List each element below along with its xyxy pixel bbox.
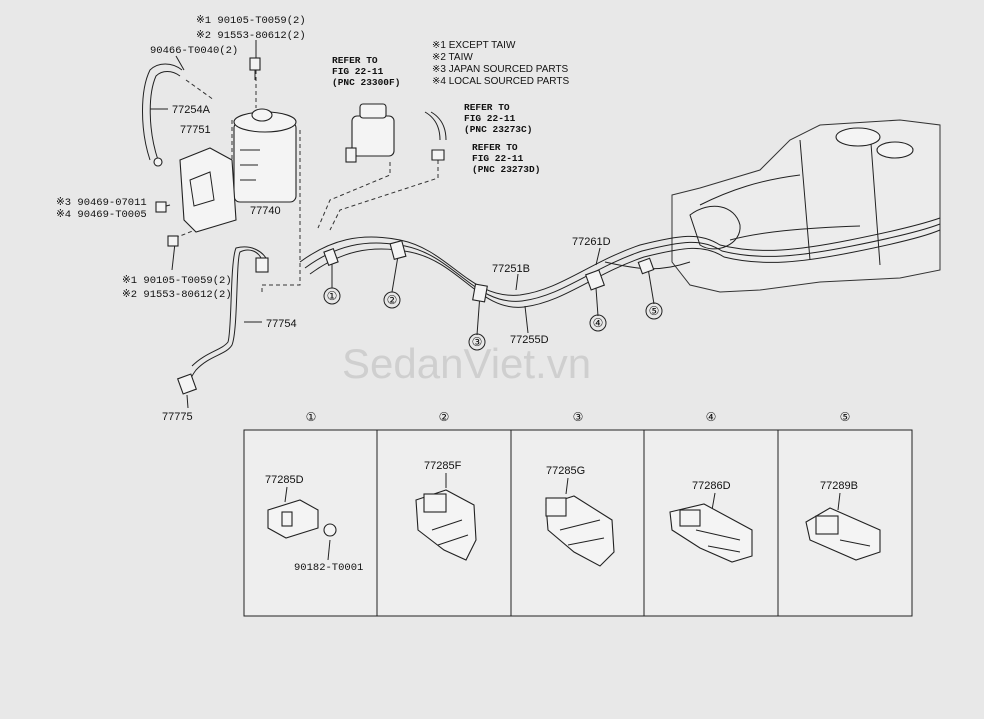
note-4: ※4 LOCAL SOURCED PARTS xyxy=(432,76,569,87)
label-77751: 77751 xyxy=(180,124,211,136)
label-77255d: 77255D xyxy=(510,334,549,346)
label-77289b: 77289B xyxy=(820,480,858,492)
refer-line: REFER TO xyxy=(464,102,510,113)
refer-line: FIG 22-11 xyxy=(464,113,516,124)
panel-leaders xyxy=(284,473,841,561)
callout-markers: ① ② ③ ④ ⑤ xyxy=(323,287,663,351)
refer-line: (PNC 23300F) xyxy=(332,77,400,88)
fuel-tank xyxy=(671,119,941,293)
charcoal-canister-77740 xyxy=(233,108,297,203)
notes-block: ※1 EXCEPT TAIW ※2 TAIW ※3 JAPAN SOURCED … xyxy=(432,40,569,87)
label-90105-t0059-top: ※1 90105-T0059(2) xyxy=(196,15,306,27)
clip-77289b xyxy=(805,507,881,561)
refer-block-1: REFER TO FIG 22-11 (PNC 23300F) xyxy=(332,55,400,88)
panel-number-5: ⑤ xyxy=(840,410,851,424)
refer-line: REFER TO xyxy=(332,55,378,66)
sensor-77775 xyxy=(176,373,198,395)
hose-77254a xyxy=(142,63,183,167)
refer-block-3: REFER TO FIG 22-11 (PNC 23273D) xyxy=(472,142,540,175)
panel-number-1: ① xyxy=(306,410,317,424)
bracket-77751 xyxy=(179,147,237,233)
label-90466-t0040: 90466-T0040(2) xyxy=(150,45,238,57)
refer-line: FIG 22-11 xyxy=(472,153,524,164)
label-77261d: 77261D xyxy=(572,236,611,248)
label-77251b: 77251B xyxy=(492,263,530,275)
grommet-parts xyxy=(155,201,179,247)
label-77285f: 77285F xyxy=(424,460,462,472)
label-77285g: 77285G xyxy=(546,465,585,477)
refer-line: (PNC 23273C) xyxy=(464,124,532,135)
panel-number-3: ③ xyxy=(573,410,584,424)
valve-23300f xyxy=(345,103,395,163)
note-3: ※3 JAPAN SOURCED PARTS xyxy=(432,64,569,75)
label-77254a: 77254A xyxy=(172,104,211,116)
panel-number-4: ④ xyxy=(706,410,717,424)
line-clamps xyxy=(323,240,655,303)
clip-77285f xyxy=(415,489,477,561)
callout-5: ⑤ xyxy=(649,304,660,318)
refer-line: (PNC 23273D) xyxy=(472,164,540,175)
note-1: ※1 EXCEPT TAIW xyxy=(432,40,516,51)
refer-line: FIG 22-11 xyxy=(332,66,384,77)
label-90469-07011: ※3 90469-07011 xyxy=(56,197,147,209)
hose-23273c xyxy=(424,111,447,141)
label-91553-80612-top: ※2 91553-80612(2) xyxy=(196,30,306,42)
hose-23273d xyxy=(431,149,445,161)
callout-1: ① xyxy=(327,289,338,303)
refer-block-2: REFER TO FIG 22-11 (PNC 23273C) xyxy=(464,102,532,135)
label-90105-t0059-bottom: ※1 90105-T0059(2) xyxy=(122,275,232,287)
clip-77285g xyxy=(545,495,615,567)
callout-3: ③ xyxy=(472,335,483,349)
label-77754: 77754 xyxy=(266,318,297,330)
refer-line: REFER TO xyxy=(472,142,518,153)
label-90182-t0001: 90182-T0001 xyxy=(294,562,363,574)
label-77286d: 77286D xyxy=(692,480,731,492)
callout-2: ② xyxy=(387,293,398,307)
clip-77285d xyxy=(267,499,337,539)
bolt-top xyxy=(249,57,261,80)
fuel-line-bundle xyxy=(299,217,941,308)
callout-4: ④ xyxy=(593,316,604,330)
label-77775: 77775 xyxy=(162,411,193,423)
label-91553-80612-bottom: ※2 91553-80612(2) xyxy=(122,289,232,301)
label-77740: 77740 xyxy=(250,205,281,217)
note-2: ※2 TAIW xyxy=(432,52,473,63)
label-90469-t0005: ※4 90469-T0005 xyxy=(56,209,147,221)
panel-number-2: ② xyxy=(439,410,450,424)
watermark: SedanViet.vn xyxy=(342,340,591,387)
clip-77286d xyxy=(669,503,753,563)
label-77285d: 77285D xyxy=(265,474,304,486)
tube-77754 xyxy=(187,246,269,393)
